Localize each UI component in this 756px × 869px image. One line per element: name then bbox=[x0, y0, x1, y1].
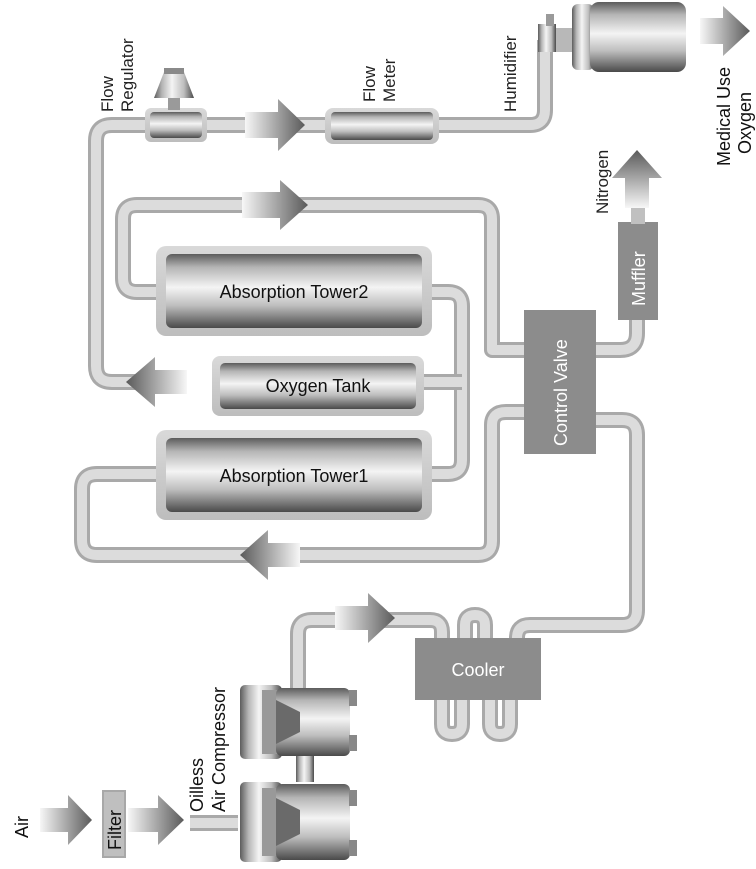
filter bbox=[102, 790, 126, 858]
cooler-box bbox=[415, 638, 541, 700]
arrow-tower1-loop bbox=[240, 530, 300, 580]
label-flow-meter-line1: Flow bbox=[360, 65, 379, 102]
label-medical-oxygen-line2: Oxygen bbox=[735, 92, 755, 154]
absorption-tower-1 bbox=[156, 430, 432, 520]
control-valve-box bbox=[524, 310, 596, 454]
label-compressor-line2: Air Compressor bbox=[209, 687, 229, 812]
arrow-oxygen-tank-out bbox=[126, 357, 187, 407]
label-cooler: Cooler bbox=[451, 660, 504, 680]
muffler-box bbox=[618, 208, 658, 320]
label-absorption-tower-1: Absorption Tower1 bbox=[220, 466, 369, 486]
oxygen-tank bbox=[212, 356, 424, 416]
flow-meter bbox=[325, 108, 439, 144]
pipes bbox=[74, 40, 645, 831]
arrow-top-loop bbox=[242, 180, 308, 230]
label-medical-oxygen-line1: Medical Use bbox=[714, 67, 734, 166]
label-control-valve: Control Valve bbox=[551, 339, 571, 446]
regulator-knob-icon bbox=[154, 72, 194, 98]
label-filter: Filter bbox=[105, 810, 125, 850]
arrow-air-in bbox=[40, 795, 92, 845]
arrow-to-flow-meter bbox=[245, 99, 305, 151]
label-absorption-tower-2: Absorption Tower2 bbox=[220, 282, 369, 302]
flow-regulator bbox=[145, 68, 207, 142]
label-muffler: Muffler bbox=[629, 251, 649, 306]
label-compressor-line1: Oilless bbox=[187, 758, 207, 812]
labels: Air Filter Oilless Air Compressor Cooler… bbox=[12, 35, 755, 850]
arrow-nitrogen bbox=[612, 150, 662, 208]
label-flow-regulator-line2: Regulator bbox=[118, 38, 137, 112]
arrow-filter-out bbox=[128, 795, 184, 845]
label-oxygen-tank: Oxygen Tank bbox=[266, 376, 372, 396]
label-humidifier: Humidifier bbox=[501, 35, 520, 112]
label-flow-meter-line2: Meter bbox=[380, 58, 399, 102]
arrow-medical-oxygen bbox=[700, 6, 750, 56]
label-nitrogen: Nitrogen bbox=[593, 150, 612, 214]
arrow-to-cooler bbox=[335, 593, 395, 643]
label-flow-regulator-line1: Flow bbox=[98, 75, 117, 112]
flow-arrows bbox=[40, 6, 750, 845]
label-air: Air bbox=[12, 816, 32, 838]
oilless-air-compressor bbox=[240, 685, 357, 862]
humidifier bbox=[538, 2, 686, 72]
absorption-tower-2 bbox=[156, 246, 432, 336]
